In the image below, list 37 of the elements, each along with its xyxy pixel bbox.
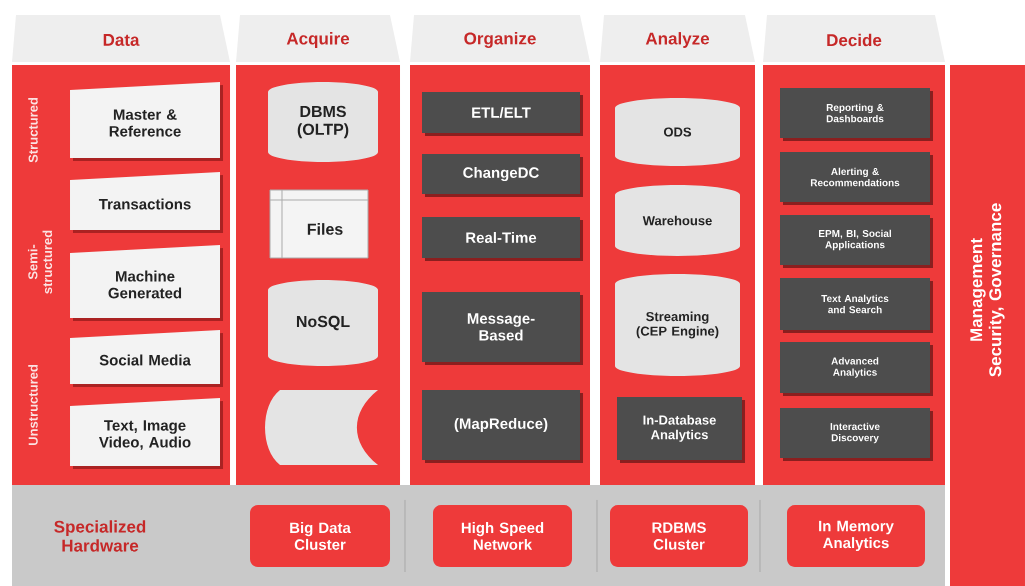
process-box: Real-Time [422, 217, 583, 261]
process-box: Text Analytics and Search [780, 278, 933, 333]
data-card: Text, Image Video, Audio [70, 398, 223, 469]
node-label: Decide [827, 33, 882, 47]
database-cylinder: Warehouse [615, 185, 740, 256]
side-panel: Management Security, Governance [950, 65, 1025, 586]
hardware-box: Big Data Cluster [250, 505, 390, 567]
node-label: Acquire [286, 32, 350, 48]
process-box: Advanced Analytics [780, 342, 933, 396]
file-box: Files [269, 189, 369, 259]
database-cylinder: NoSQL [268, 280, 378, 366]
side-label: Unstructured [28, 365, 38, 445]
hardware-box: High Speed Network [433, 505, 572, 567]
hardware-box: In Memory Analytics [787, 505, 925, 567]
process-box: (MapReduce) [422, 390, 583, 463]
node-label: Analyze [645, 32, 710, 48]
storage-shape [265, 390, 378, 465]
node-label: Data [103, 34, 140, 46]
data-card: Machine Generated [70, 245, 223, 321]
process-box: EPM, BI, Social Applications [780, 215, 933, 268]
database-cylinder: DBMS (OLTP) [268, 82, 378, 162]
side-label: Semi-structured [27, 230, 53, 294]
process-box: Message-Based [422, 292, 583, 365]
data-card: Master & Reference [70, 82, 223, 161]
process-box: Interactive Discovery [780, 408, 933, 461]
side-label: Structured [28, 98, 38, 163]
process-box: ChangeDC [422, 154, 583, 197]
node-label: Organize [464, 32, 536, 48]
process-box: Reporting & Dashboards [780, 88, 933, 141]
database-cylinder: ODS [615, 98, 740, 166]
database-cylinder: Streaming (CEP Engine) [615, 274, 740, 376]
data-card: Social Media [70, 330, 223, 387]
hardware-box: RDBMS Cluster [610, 505, 748, 567]
process-box: ETL/ELT [422, 92, 583, 136]
data-card: Transactions [70, 172, 223, 233]
process-box: Alerting & Recommendations [780, 152, 933, 205]
process-box: In-Database Analytics [617, 397, 745, 463]
